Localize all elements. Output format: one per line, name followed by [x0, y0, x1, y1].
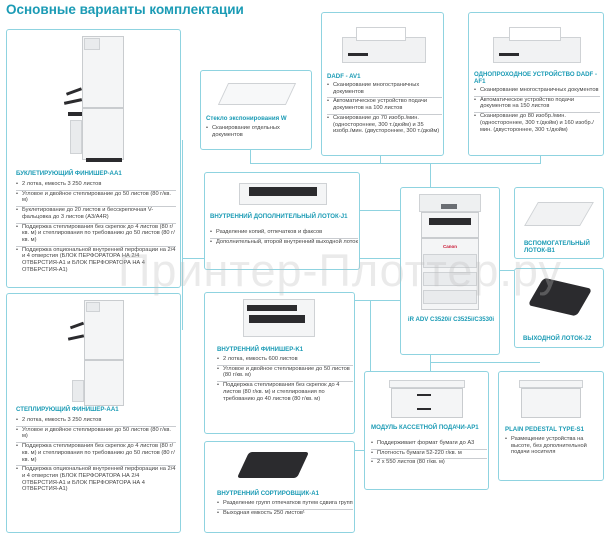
list-item: Сканирование до 80 изобр./мин. (одностор… [474, 112, 600, 133]
connector-line [540, 156, 541, 164]
inner-tray-j1-title: ВНУТРЕННИЙ ДОПОЛНИТЕЛЬНЫЙ ЛОТОК-J1 [210, 213, 348, 220]
plain-pedestal-title: PLAIN PEDESTAL TYPE-S1 [505, 426, 585, 433]
main-unit-card: Canon iR ADV C3520i/ C3525i/C3530i [400, 187, 500, 355]
cassette-module-title: МОДУЛЬ КАССЕТНОЙ ПОДАЧИ-AP1 [371, 424, 479, 431]
list-item: Поддержка степлирования без скрепок до 4… [16, 222, 176, 244]
booklet-finisher-image [62, 36, 142, 164]
booklet-finisher-title: БУКЛЕТИРУЮЩИЙ ФИНИШЕР-АА1 [16, 170, 122, 177]
aux-tray-b1-card: ВСПОМОГАТЕЛЬНЫЙ ЛОТОК-B1 [514, 187, 604, 259]
aux-tray-b1-image [524, 194, 595, 234]
list-item: Поддержка опциональной внутренней перфор… [16, 465, 176, 493]
connector-line [430, 163, 431, 187]
staple-finisher-image [62, 300, 142, 408]
list-item: Буклетирование до 20 листов и бесскрепоч… [16, 206, 176, 220]
dadf-av1-card: DADF - AV1 Сканирование многостраничных … [321, 12, 444, 156]
booklet-finisher-card: БУКЛЕТИРУЮЩИЙ ФИНИШЕР-АА1 2 лотка, емкос… [6, 29, 181, 288]
platen-glass-image [217, 77, 297, 113]
list-item: Угловое и двойное степлирование до 50 ли… [16, 425, 176, 440]
connector-line [430, 355, 431, 371]
connector-line [430, 362, 540, 363]
connector-line [360, 210, 400, 211]
main-unit-image [411, 194, 491, 312]
list-item: Поддержка степлирования без скрепок до 4… [16, 442, 176, 463]
connector-line [355, 450, 371, 451]
page-title: Основные варианты комплектации [6, 2, 244, 17]
list-item: Выходная емкость 250 листов¹ [217, 508, 353, 517]
cassette-module-image [387, 376, 467, 422]
list-item: Сканирование отдельных документов [206, 125, 310, 138]
inner-finisher-k1-card: ВНУТРЕННИЙ ФИНИШЕР-K1 2 лотка, емкость 6… [204, 292, 355, 434]
list-item: Угловое и двойное степлирование до 50 ли… [16, 189, 176, 204]
aux-tray-b1-title: ВСПОМОГАТЕЛЬНЫЙ ЛОТОК-B1 [524, 240, 590, 255]
inner-sorter-a1-card: ВНУТРЕННИЙ СОРТИРОВЩИК-А1 Разделение гру… [204, 441, 355, 533]
list-item: Автоматическое устройство подачи докумен… [327, 97, 442, 111]
plain-pedestal-card: PLAIN PEDESTAL TYPE-S1 Размещение устрой… [498, 371, 604, 481]
list-item: 2 лотка, емкость 600 листов [217, 356, 353, 363]
platen-glass-title: Стекло экспонирования W [206, 115, 287, 122]
list-item: 2 x 550 листов (80 г/кв. м) [371, 458, 487, 466]
list-item: Поддержка степлирования без скрепок до 4… [217, 381, 353, 402]
dadf-av1-image [342, 23, 426, 67]
connector-line [250, 163, 540, 164]
list-item: Плотность бумаги 52-220 г/кв. м [371, 448, 487, 457]
list-item: Сканирование многостраничных документов [327, 82, 442, 95]
dadf-af1-card: ОДНОПРОХОДНОЕ УСТРОЙСТВО DADF - AF1 Скан… [468, 12, 604, 156]
inner-tray-j1-image [239, 177, 327, 211]
inner-sorter-a1-image [235, 446, 315, 488]
main-unit-title: iR ADV C3520i/ C3525i/C3530i [407, 316, 495, 323]
list-item: 2 лотка, емкость 3 250 листов [16, 181, 176, 188]
inner-sorter-a1-title: ВНУТРЕННИЙ СОРТИРОВЩИК-А1 [217, 490, 320, 497]
inner-finisher-k1-image [235, 297, 325, 341]
connector-line [182, 140, 183, 330]
dadf-af1-image [493, 23, 581, 67]
staple-finisher-title: СТЕПЛИРУЮЩИЙ ФИНИШЕР-АА1 [16, 406, 119, 413]
plain-pedestal-image [517, 376, 587, 424]
output-tray-j2-image [525, 273, 597, 331]
brand-label: Canon [443, 244, 457, 249]
list-item: Дополнительный, второй внутренний выходн… [210, 237, 358, 246]
cassette-module-card: МОДУЛЬ КАССЕТНОЙ ПОДАЧИ-AP1 Поддерживает… [364, 371, 489, 490]
platen-glass-card: Стекло экспонирования W Сканирование отд… [200, 70, 312, 150]
list-item: Сканирование многостраничных документов [474, 87, 600, 94]
connector-line [500, 270, 514, 271]
dadf-af1-title: ОДНОПРОХОДНОЕ УСТРОЙСТВО DADF - AF1 [474, 71, 597, 86]
staple-finisher-card: СТЕПЛИРУЮЩИЙ ФИНИШЕР-АА1 2 лотка, емкост… [6, 293, 181, 533]
inner-tray-j1-card: ВНУТРЕННИЙ ДОПОЛНИТЕЛЬНЫЙ ЛОТОК-J1 Разде… [204, 172, 360, 270]
list-item: Поддерживает формат бумаги до А3 [371, 440, 487, 447]
connector-line [355, 300, 400, 301]
list-item: Разделение групп отпечатков путем сдвига… [217, 500, 353, 507]
connector-line [250, 150, 251, 164]
list-item: Поддержка опциональной внутренней перфор… [16, 245, 176, 274]
list-item: Разделение копий, отпечатков и факсов [210, 229, 358, 236]
list-item: Автоматическое устройство подачи докумен… [474, 95, 600, 110]
connector-line [380, 156, 381, 164]
inner-finisher-k1-title: ВНУТРЕННИЙ ФИНИШЕР-K1 [217, 346, 304, 353]
list-item: Угловое и двойное степлирование до 50 ли… [217, 364, 353, 379]
output-tray-j2-card: ВЫХОДНОЙ ЛОТОК-J2 [514, 268, 604, 348]
list-item: Размещение устройства на высоте, без доп… [505, 436, 601, 456]
dadf-av1-title: DADF - AV1 [327, 73, 361, 80]
output-tray-j2-title: ВЫХОДНОЙ ЛОТОК-J2 [523, 335, 592, 342]
list-item: Сканирование до 70 изобр./мин. (одностор… [327, 113, 442, 135]
list-item: 2 лотка, емкость 3 250 листов [16, 417, 176, 424]
